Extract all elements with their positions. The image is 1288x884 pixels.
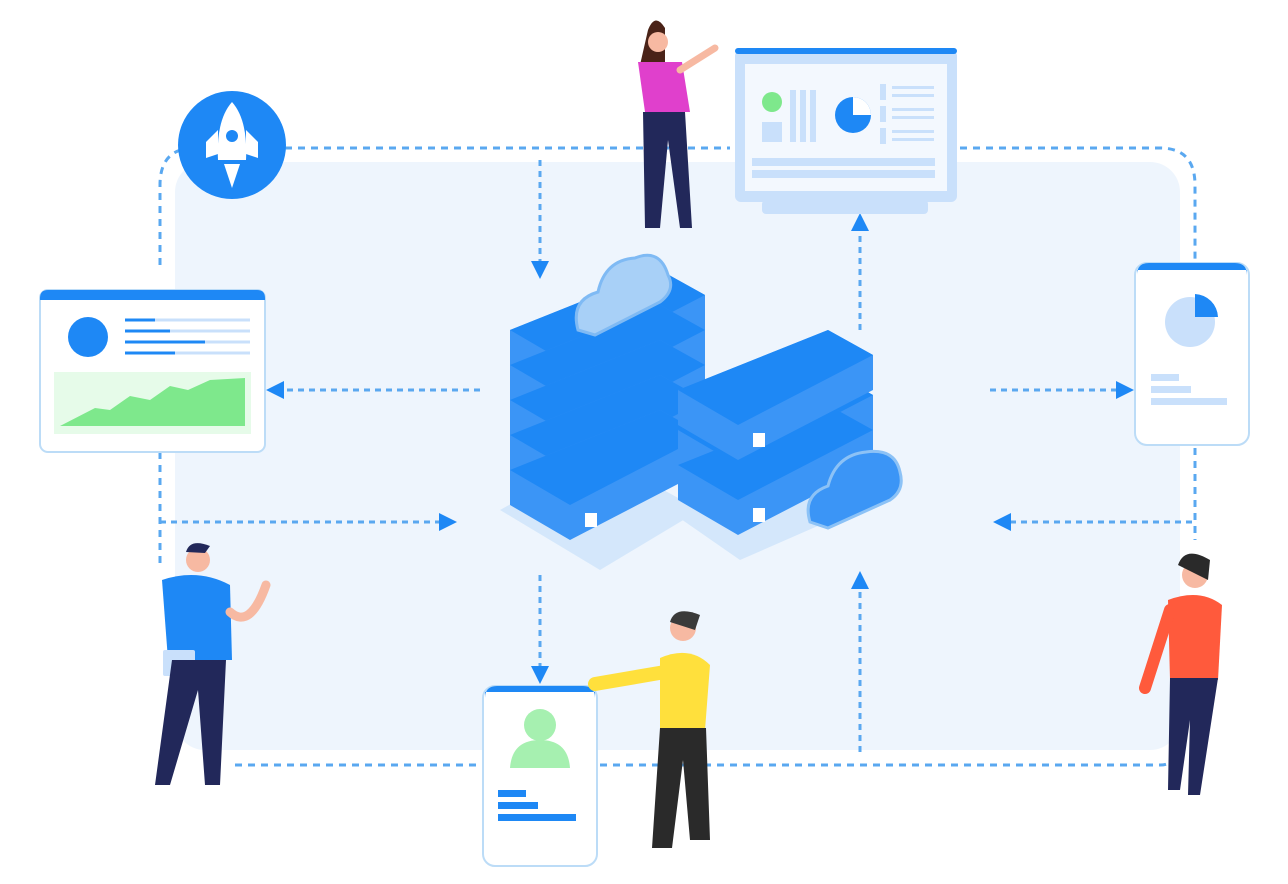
person-man-blue-shirt — [155, 543, 271, 785]
area-chart-icon — [60, 378, 245, 426]
user-profile-icon — [510, 709, 570, 768]
cloud-icon — [574, 253, 673, 337]
user-profile-card — [482, 685, 598, 867]
server-stack-icon — [500, 253, 903, 570]
person-man-yellow-shirt — [588, 611, 710, 848]
person-man-orange-shirt — [1139, 553, 1222, 795]
flow-arrows — [160, 160, 1192, 752]
pie-chart-card — [1134, 262, 1250, 446]
rocket-icon — [206, 102, 258, 188]
analytics-card — [39, 289, 266, 453]
cloud-icon — [806, 449, 903, 530]
person-woman-pointing — [638, 20, 719, 228]
monitor-dashboard-icon — [735, 48, 957, 214]
rocket-badge — [178, 91, 286, 199]
avatar-circle — [68, 317, 108, 357]
pie-chart-icon — [1195, 294, 1218, 317]
